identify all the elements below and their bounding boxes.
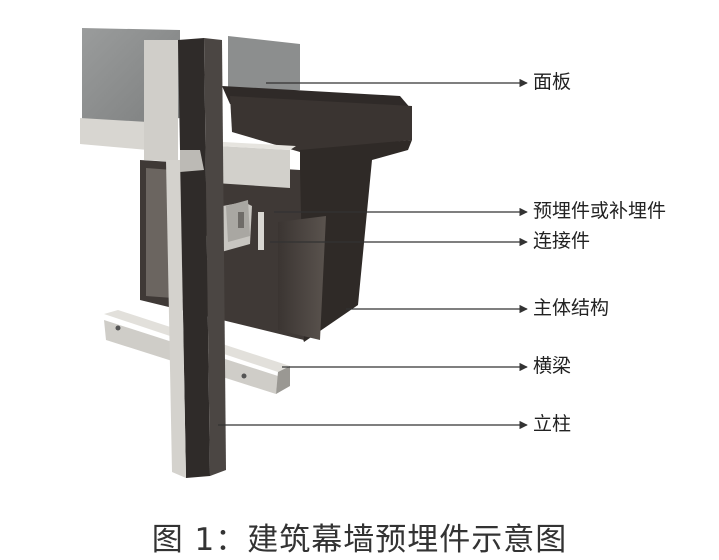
mullion-column <box>166 38 226 478</box>
label-embedded-part: 预埋件或补埋件 <box>533 200 667 222</box>
label-panel: 面板 <box>533 71 572 93</box>
label-main-structure: 主体结构 <box>533 297 610 319</box>
figure-caption: 图 1：建筑幕墙预埋件示意图 <box>151 522 568 558</box>
label-transom: 横梁 <box>533 355 572 377</box>
label-mullion: 立柱 <box>533 413 572 435</box>
leader-lines <box>218 78 528 430</box>
label-connector: 连接件 <box>533 230 591 252</box>
frame-vertical-light <box>144 40 178 162</box>
